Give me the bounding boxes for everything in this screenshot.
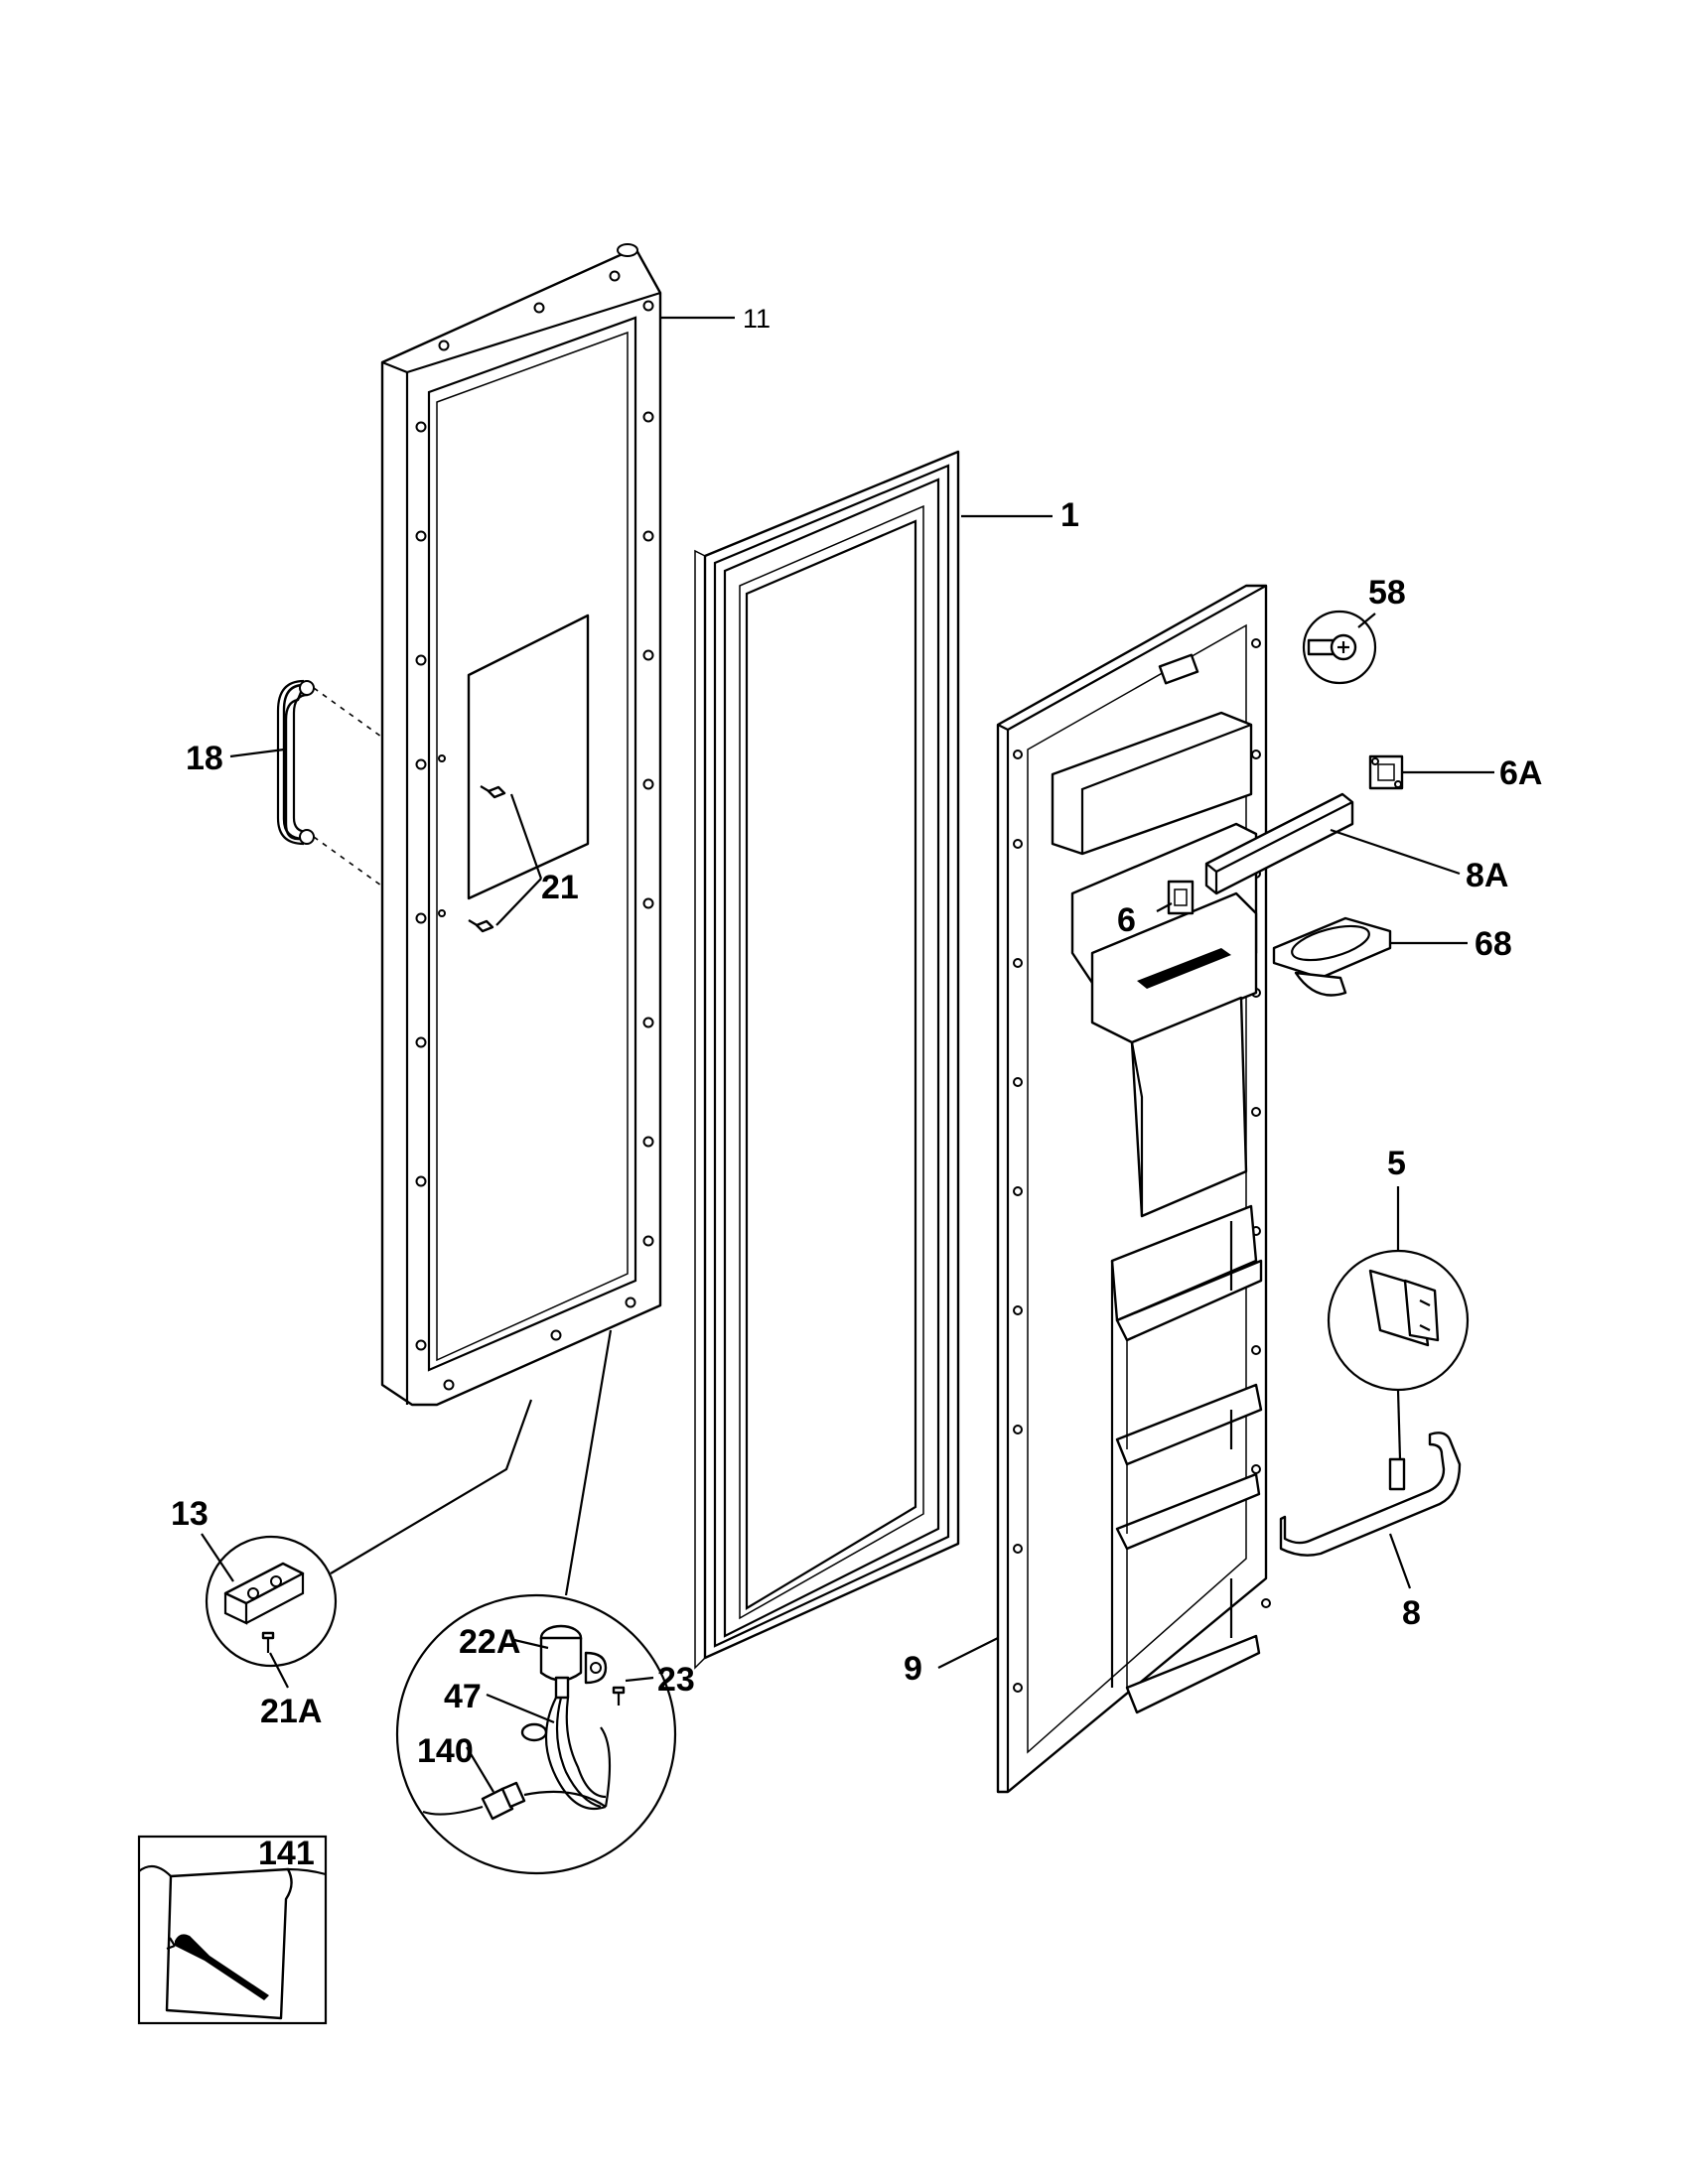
callout-1: 1 [1060,496,1079,534]
callout-68: 68 [1475,925,1512,963]
hinge-bracket-detail [205,1535,338,1668]
bracket-part-8 [1279,1432,1462,1557]
callout-18: 18 [186,740,223,777]
callout-8: 8 [1402,1594,1421,1632]
callout-22A: 22A [459,1623,520,1661]
rail-part-8A [1204,792,1354,895]
screw-part-21 [468,785,506,933]
manual-bag-part-141 [137,1835,328,2025]
clip-part-6 [1167,880,1195,915]
light-switch-detail [395,1593,677,1875]
door-liner-part-9 [996,584,1271,1794]
callout-21: 21 [541,869,579,906]
callout-58: 58 [1368,574,1406,612]
door-handle-part-18 [276,679,382,887]
callout-8A: 8A [1466,857,1508,894]
callout-6A: 6A [1499,754,1542,792]
callout-13: 13 [171,1495,209,1533]
callout-5: 5 [1387,1145,1406,1182]
callout-11: 11 [743,304,771,334]
door-gasket-part-1 [694,450,960,1670]
door-panel-holes [415,270,654,1391]
screw-part-58 [1302,610,1377,685]
callout-6: 6 [1117,901,1136,939]
clip-part-6A [1368,754,1404,790]
leader-lines [201,316,1494,1793]
dispenser-pad-part-68 [1272,916,1392,997]
callout-47: 47 [444,1678,482,1715]
callout-23: 23 [657,1661,695,1699]
callout-21A: 21A [260,1693,322,1730]
door-panel-part-11 [380,243,662,1407]
callout-9: 9 [904,1650,922,1688]
bar-part-5 [1327,1249,1470,1392]
callout-141: 141 [258,1835,315,1872]
callout-140: 140 [417,1732,474,1770]
